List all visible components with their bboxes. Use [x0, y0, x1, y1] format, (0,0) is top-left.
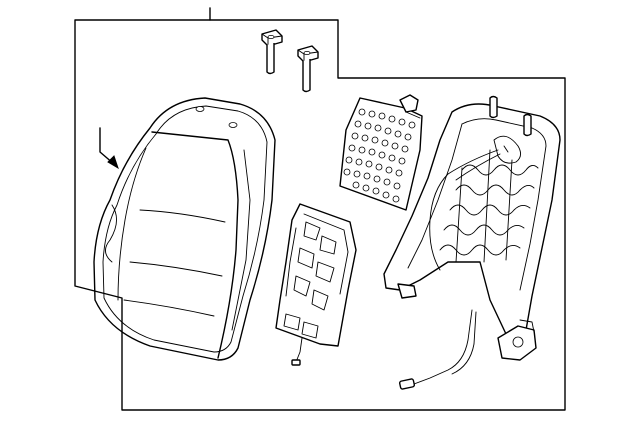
headrest-guide-right-icon [297, 45, 319, 93]
seat-frame-icon [383, 95, 561, 390]
leader-arrow-icon [99, 127, 119, 170]
seat-back-cover-icon [93, 97, 276, 361]
headrest-guide-left-icon [261, 29, 283, 75]
assembly-boundary [74, 7, 566, 411]
lumbar-support-icon [275, 203, 357, 366]
perforated-pad-icon [339, 94, 423, 211]
